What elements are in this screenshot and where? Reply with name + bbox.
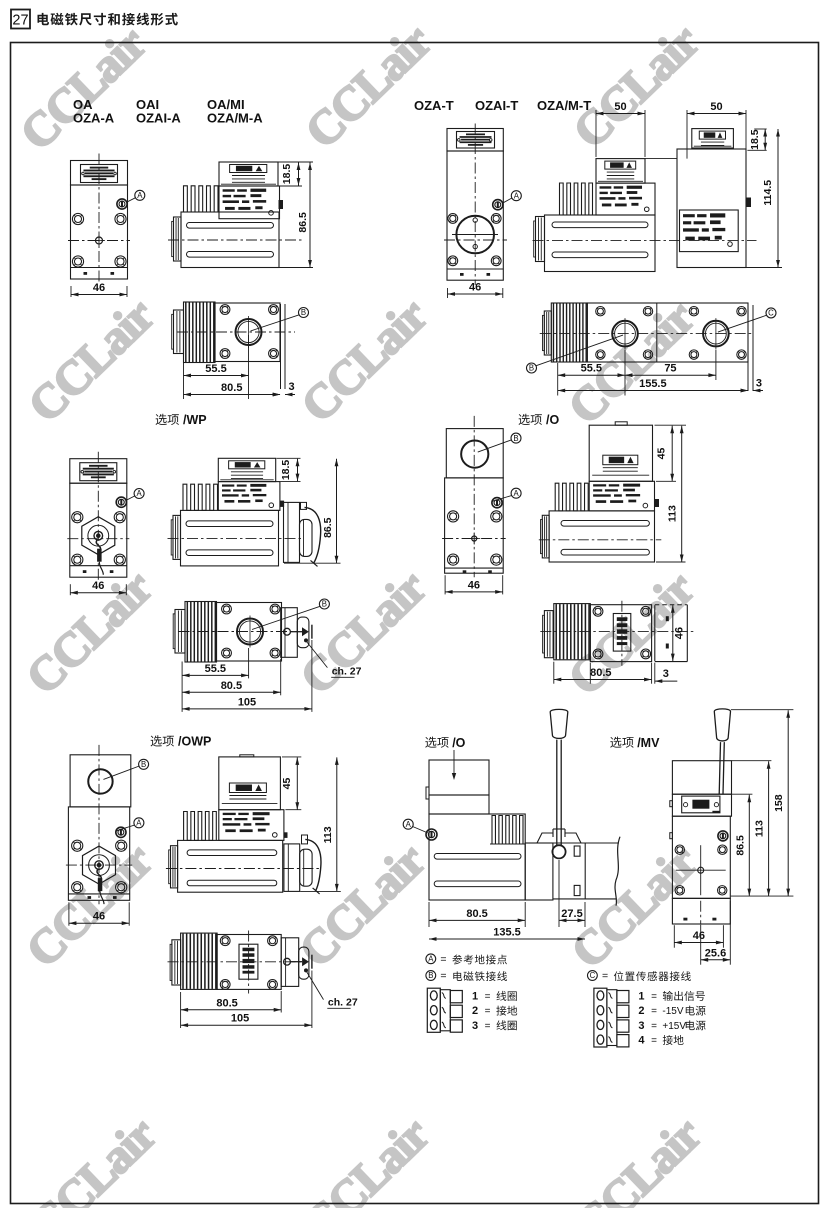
svg-text:=: = xyxy=(440,970,446,982)
svg-text:C: C xyxy=(768,309,774,318)
svg-text:3: 3 xyxy=(288,381,294,393)
svg-text:B: B xyxy=(301,308,306,317)
svg-text:=: = xyxy=(485,1006,491,1017)
svg-text:A: A xyxy=(137,191,143,200)
svg-text:105: 105 xyxy=(238,696,256,708)
svg-text:OZA-T: OZA-T xyxy=(414,98,454,113)
svg-text:OA/MI: OA/MI xyxy=(207,97,245,112)
svg-text:=: = xyxy=(485,992,491,1003)
svg-text:B: B xyxy=(322,600,327,609)
svg-text:A: A xyxy=(428,955,434,964)
svg-text:B: B xyxy=(529,364,534,373)
svg-text:OZAI-T: OZAI-T xyxy=(475,98,518,113)
svg-text:113: 113 xyxy=(667,505,679,522)
svg-text:C: C xyxy=(590,971,596,980)
svg-text:55.5: 55.5 xyxy=(205,363,226,375)
svg-text:135.5: 135.5 xyxy=(493,927,521,939)
svg-text:46: 46 xyxy=(469,282,481,294)
svg-text:=: = xyxy=(485,1021,491,1032)
svg-text:80.5: 80.5 xyxy=(590,667,611,679)
svg-text:46: 46 xyxy=(673,627,685,639)
svg-text:86.5: 86.5 xyxy=(734,835,746,856)
svg-text:2: 2 xyxy=(472,1005,478,1017)
svg-text:50: 50 xyxy=(710,101,722,113)
svg-text:46: 46 xyxy=(93,282,105,294)
svg-text:OZA/M-A: OZA/M-A xyxy=(207,111,263,126)
svg-text:OAI: OAI xyxy=(136,97,159,112)
svg-text:46: 46 xyxy=(693,930,705,942)
svg-text:50: 50 xyxy=(614,101,626,113)
svg-text:86.5: 86.5 xyxy=(297,212,309,233)
svg-text:27: 27 xyxy=(12,13,28,29)
svg-text:158: 158 xyxy=(773,794,785,812)
svg-text:86.5: 86.5 xyxy=(322,517,334,538)
svg-text:=: = xyxy=(651,1006,657,1017)
svg-text:45: 45 xyxy=(656,448,668,460)
svg-text:/O: /O xyxy=(546,413,559,427)
svg-text:46: 46 xyxy=(93,911,105,923)
svg-text:OZA-A: OZA-A xyxy=(73,111,115,126)
svg-text:1: 1 xyxy=(472,991,478,1003)
svg-text:55.5: 55.5 xyxy=(205,663,226,675)
svg-text:80.5: 80.5 xyxy=(221,382,242,394)
svg-text:80.5: 80.5 xyxy=(221,680,242,692)
svg-text:=: = xyxy=(602,970,608,982)
svg-text:18.5: 18.5 xyxy=(280,460,292,481)
svg-text:+15V: +15V xyxy=(662,1021,686,1032)
svg-text:=: = xyxy=(651,1021,657,1032)
svg-text:27.5: 27.5 xyxy=(561,908,582,920)
svg-text:3: 3 xyxy=(756,378,762,390)
svg-text:B: B xyxy=(141,760,146,769)
svg-text:80.5: 80.5 xyxy=(466,908,487,920)
svg-text:ch. 27: ch. 27 xyxy=(328,997,358,1009)
svg-text:45: 45 xyxy=(281,778,293,790)
svg-text:A: A xyxy=(136,819,142,828)
svg-text:-15V: -15V xyxy=(662,1006,683,1017)
svg-text:25.6: 25.6 xyxy=(705,947,726,959)
svg-text:46: 46 xyxy=(468,579,480,591)
svg-text:OA: OA xyxy=(73,97,93,112)
svg-text:A: A xyxy=(514,191,520,200)
svg-text:/WP: /WP xyxy=(183,413,207,427)
svg-text:B: B xyxy=(428,971,433,980)
svg-text:18.5: 18.5 xyxy=(281,164,293,185)
svg-text:OZAI-A: OZAI-A xyxy=(136,111,181,126)
svg-text:B: B xyxy=(513,434,518,443)
svg-text:3: 3 xyxy=(638,1020,644,1032)
svg-text:80.5: 80.5 xyxy=(216,997,237,1009)
svg-text:ch. 27: ch. 27 xyxy=(332,666,362,678)
svg-text:113: 113 xyxy=(322,826,334,843)
svg-text:75: 75 xyxy=(664,363,676,375)
svg-text:/OWP: /OWP xyxy=(178,735,211,749)
svg-text:A: A xyxy=(406,820,412,829)
svg-text:OZA/M-T: OZA/M-T xyxy=(537,98,591,113)
svg-text:18.5: 18.5 xyxy=(749,129,761,150)
svg-text:=: = xyxy=(651,1036,657,1047)
svg-text:155.5: 155.5 xyxy=(639,378,667,390)
svg-text:113: 113 xyxy=(754,820,766,837)
svg-text:3: 3 xyxy=(663,668,669,680)
svg-text:A: A xyxy=(513,489,519,498)
svg-text:105: 105 xyxy=(231,1013,249,1025)
svg-text:4: 4 xyxy=(638,1035,645,1047)
svg-text:46: 46 xyxy=(92,580,104,592)
svg-text:/MV: /MV xyxy=(637,736,660,750)
svg-text:1: 1 xyxy=(638,991,644,1003)
svg-text:3: 3 xyxy=(472,1020,478,1032)
svg-text:=: = xyxy=(440,953,446,965)
svg-text:2: 2 xyxy=(638,1005,644,1017)
svg-text:114.5: 114.5 xyxy=(762,180,774,206)
svg-text:55.5: 55.5 xyxy=(581,363,602,375)
svg-text:A: A xyxy=(136,489,142,498)
svg-text:=: = xyxy=(651,992,657,1003)
svg-text:/O: /O xyxy=(452,736,465,750)
